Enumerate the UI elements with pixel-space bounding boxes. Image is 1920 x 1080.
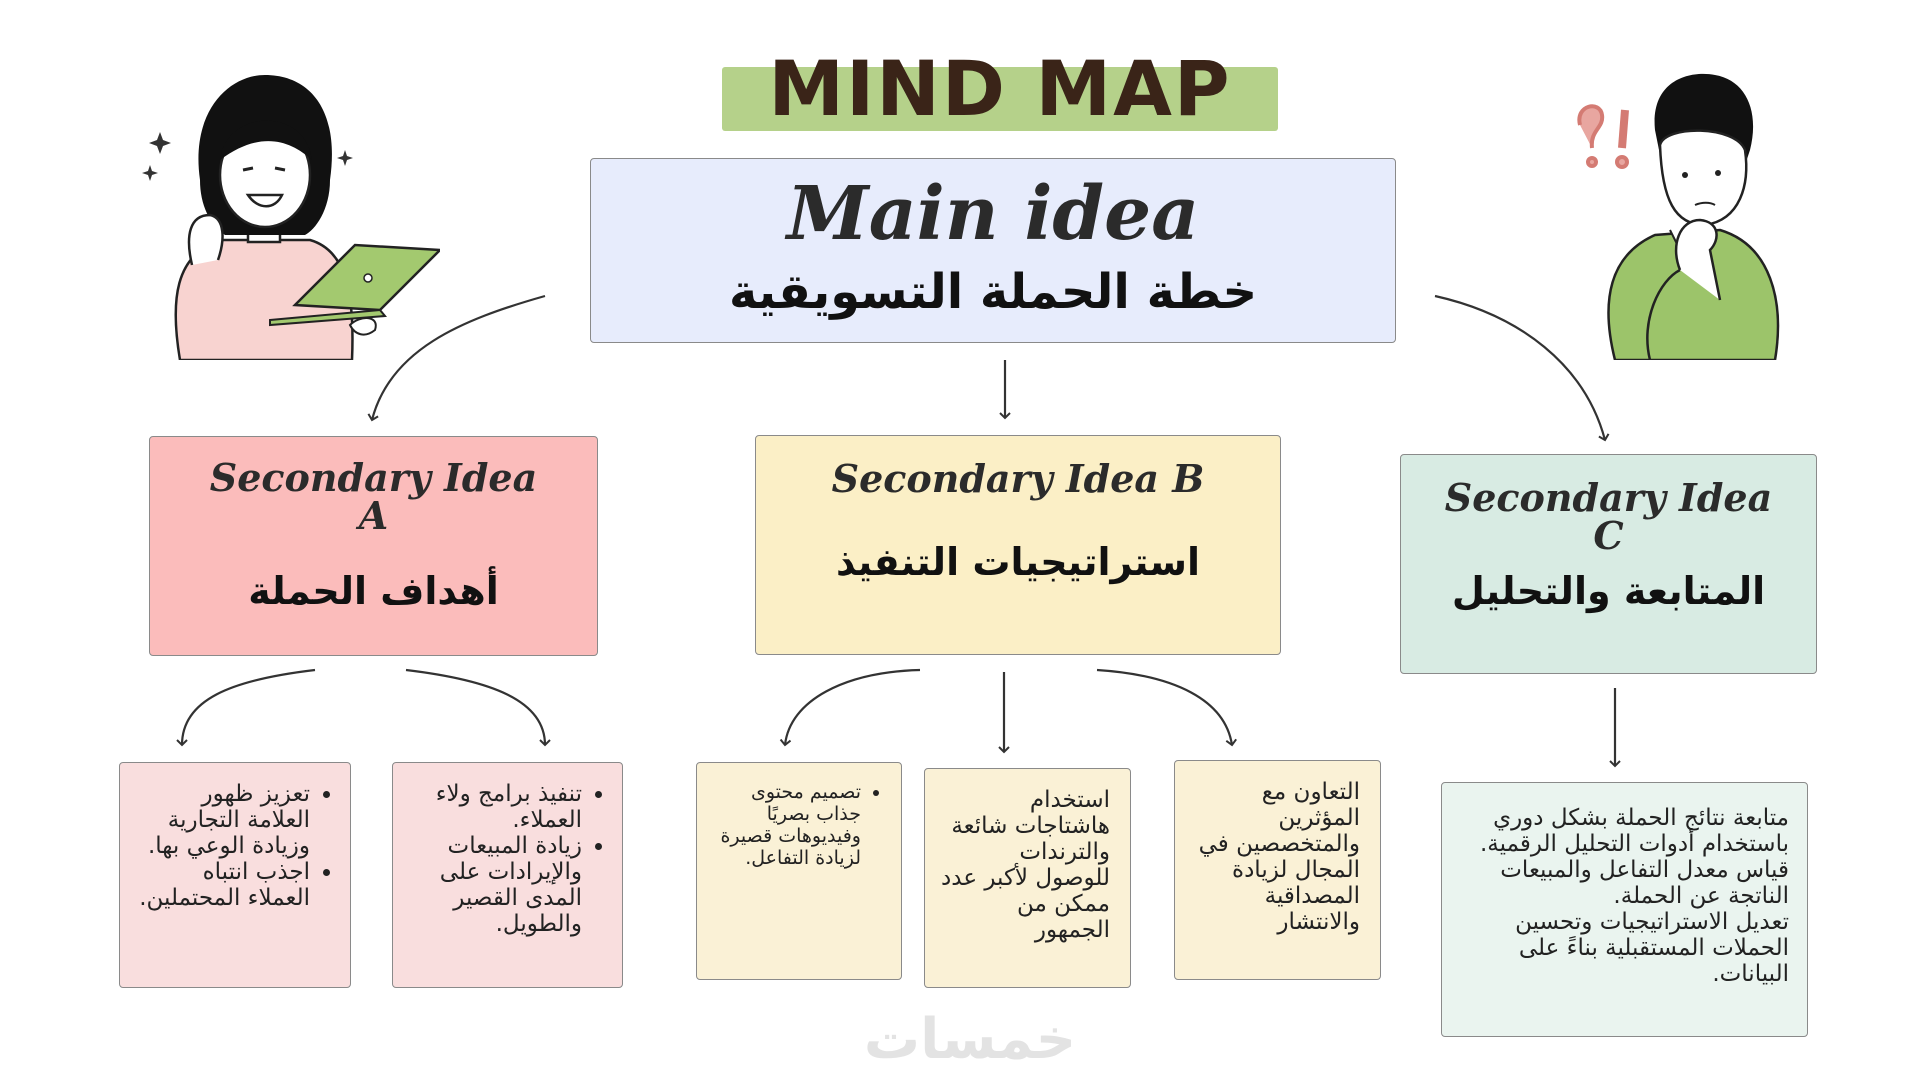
watermark-logo: خمسات xyxy=(863,1007,1077,1072)
leaf-b3-box: التعاون مع المؤثرين والمتخصصين في المجال… xyxy=(1174,760,1381,980)
secondary-idea-b-subtitle: استراتيجيات التنفيذ xyxy=(835,540,1201,584)
thinking-man-illustration xyxy=(1577,73,1780,360)
leaf-c1-line-2: قياس معدل التفاعل والمبيعات الناتجة عن ا… xyxy=(1500,857,1789,909)
secondary-idea-a-box: Secondary Idea A أهداف الحملة xyxy=(149,436,598,656)
secondary-idea-a-title: Secondary Idea A xyxy=(209,455,538,538)
main-idea-subtitle: خطة الحملة التسويقية xyxy=(728,264,1258,320)
arrow-main-to-a xyxy=(367,294,546,422)
leaf-b1-box: تصميم محتوى جذاب بصريًا وفيديوهات قصيرة … xyxy=(696,762,902,980)
arrow-b-to-b3 xyxy=(1096,668,1237,747)
secondary-idea-c-box: Secondary Idea C المتابعة والتحليل xyxy=(1400,454,1817,674)
leaf-c1-line-3: تعديل الاستراتيجيات وتحسين الحملات المست… xyxy=(1515,909,1789,987)
leaf-c1-box: متابعة نتائج الحملة بشكل دوري باستخدام أ… xyxy=(1441,782,1808,1037)
arrow-b-to-b1 xyxy=(779,668,921,747)
secondary-idea-a-subtitle: أهداف الحملة xyxy=(248,569,499,613)
leaf-a2-box: تنفيذ برامج ولاء العملاء. زيادة المبيعات… xyxy=(392,762,623,988)
arrow-a-to-a1 xyxy=(176,668,316,747)
secondary-idea-c-title: Secondary Idea C xyxy=(1444,475,1773,558)
arrow-a-to-a2 xyxy=(405,668,551,747)
list-item: تنفيذ برامج ولاء العملاء. xyxy=(407,781,582,833)
leaf-c1-line-1: متابعة نتائج الحملة بشكل دوري باستخدام أ… xyxy=(1479,805,1789,857)
question-mark-icon xyxy=(1577,104,1629,169)
sparkle-icon xyxy=(142,132,353,181)
title-banner xyxy=(722,67,1278,131)
list-item: تعزيز ظهور العلامة التجارية وزيادة الوعي… xyxy=(134,781,310,859)
leaf-b2-text: استخدام هاشتاجات شائعة والترندات للوصول … xyxy=(941,787,1110,943)
woman-with-laptop-illustration xyxy=(142,75,440,360)
arrow-main-to-c xyxy=(1434,294,1610,442)
main-idea-title: Main idea xyxy=(786,171,1200,257)
leaf-b3-text: التعاون مع المؤثرين والمتخصصين في المجال… xyxy=(1198,779,1360,935)
page-title: MIND MAP xyxy=(768,44,1232,133)
main-idea-box: Main idea خطة الحملة التسويقية xyxy=(590,158,1396,343)
list-item: اجذب انتباه العملاء المحتملين. xyxy=(134,859,310,911)
list-item: زيادة المبيعات والإيرادات على المدى القص… xyxy=(407,833,582,937)
secondary-idea-b-title: Secondary Idea B xyxy=(831,456,1205,501)
leaf-b2-box: استخدام هاشتاجات شائعة والترندات للوصول … xyxy=(924,768,1131,988)
list-item: تصميم محتوى جذاب بصريًا وفيديوهات قصيرة … xyxy=(711,781,861,869)
secondary-idea-b-box: Secondary Idea B استراتيجيات التنفيذ xyxy=(755,435,1281,655)
leaf-a1-box: تعزيز ظهور العلامة التجارية وزيادة الوعي… xyxy=(119,762,351,988)
secondary-idea-c-subtitle: المتابعة والتحليل xyxy=(1451,569,1766,613)
